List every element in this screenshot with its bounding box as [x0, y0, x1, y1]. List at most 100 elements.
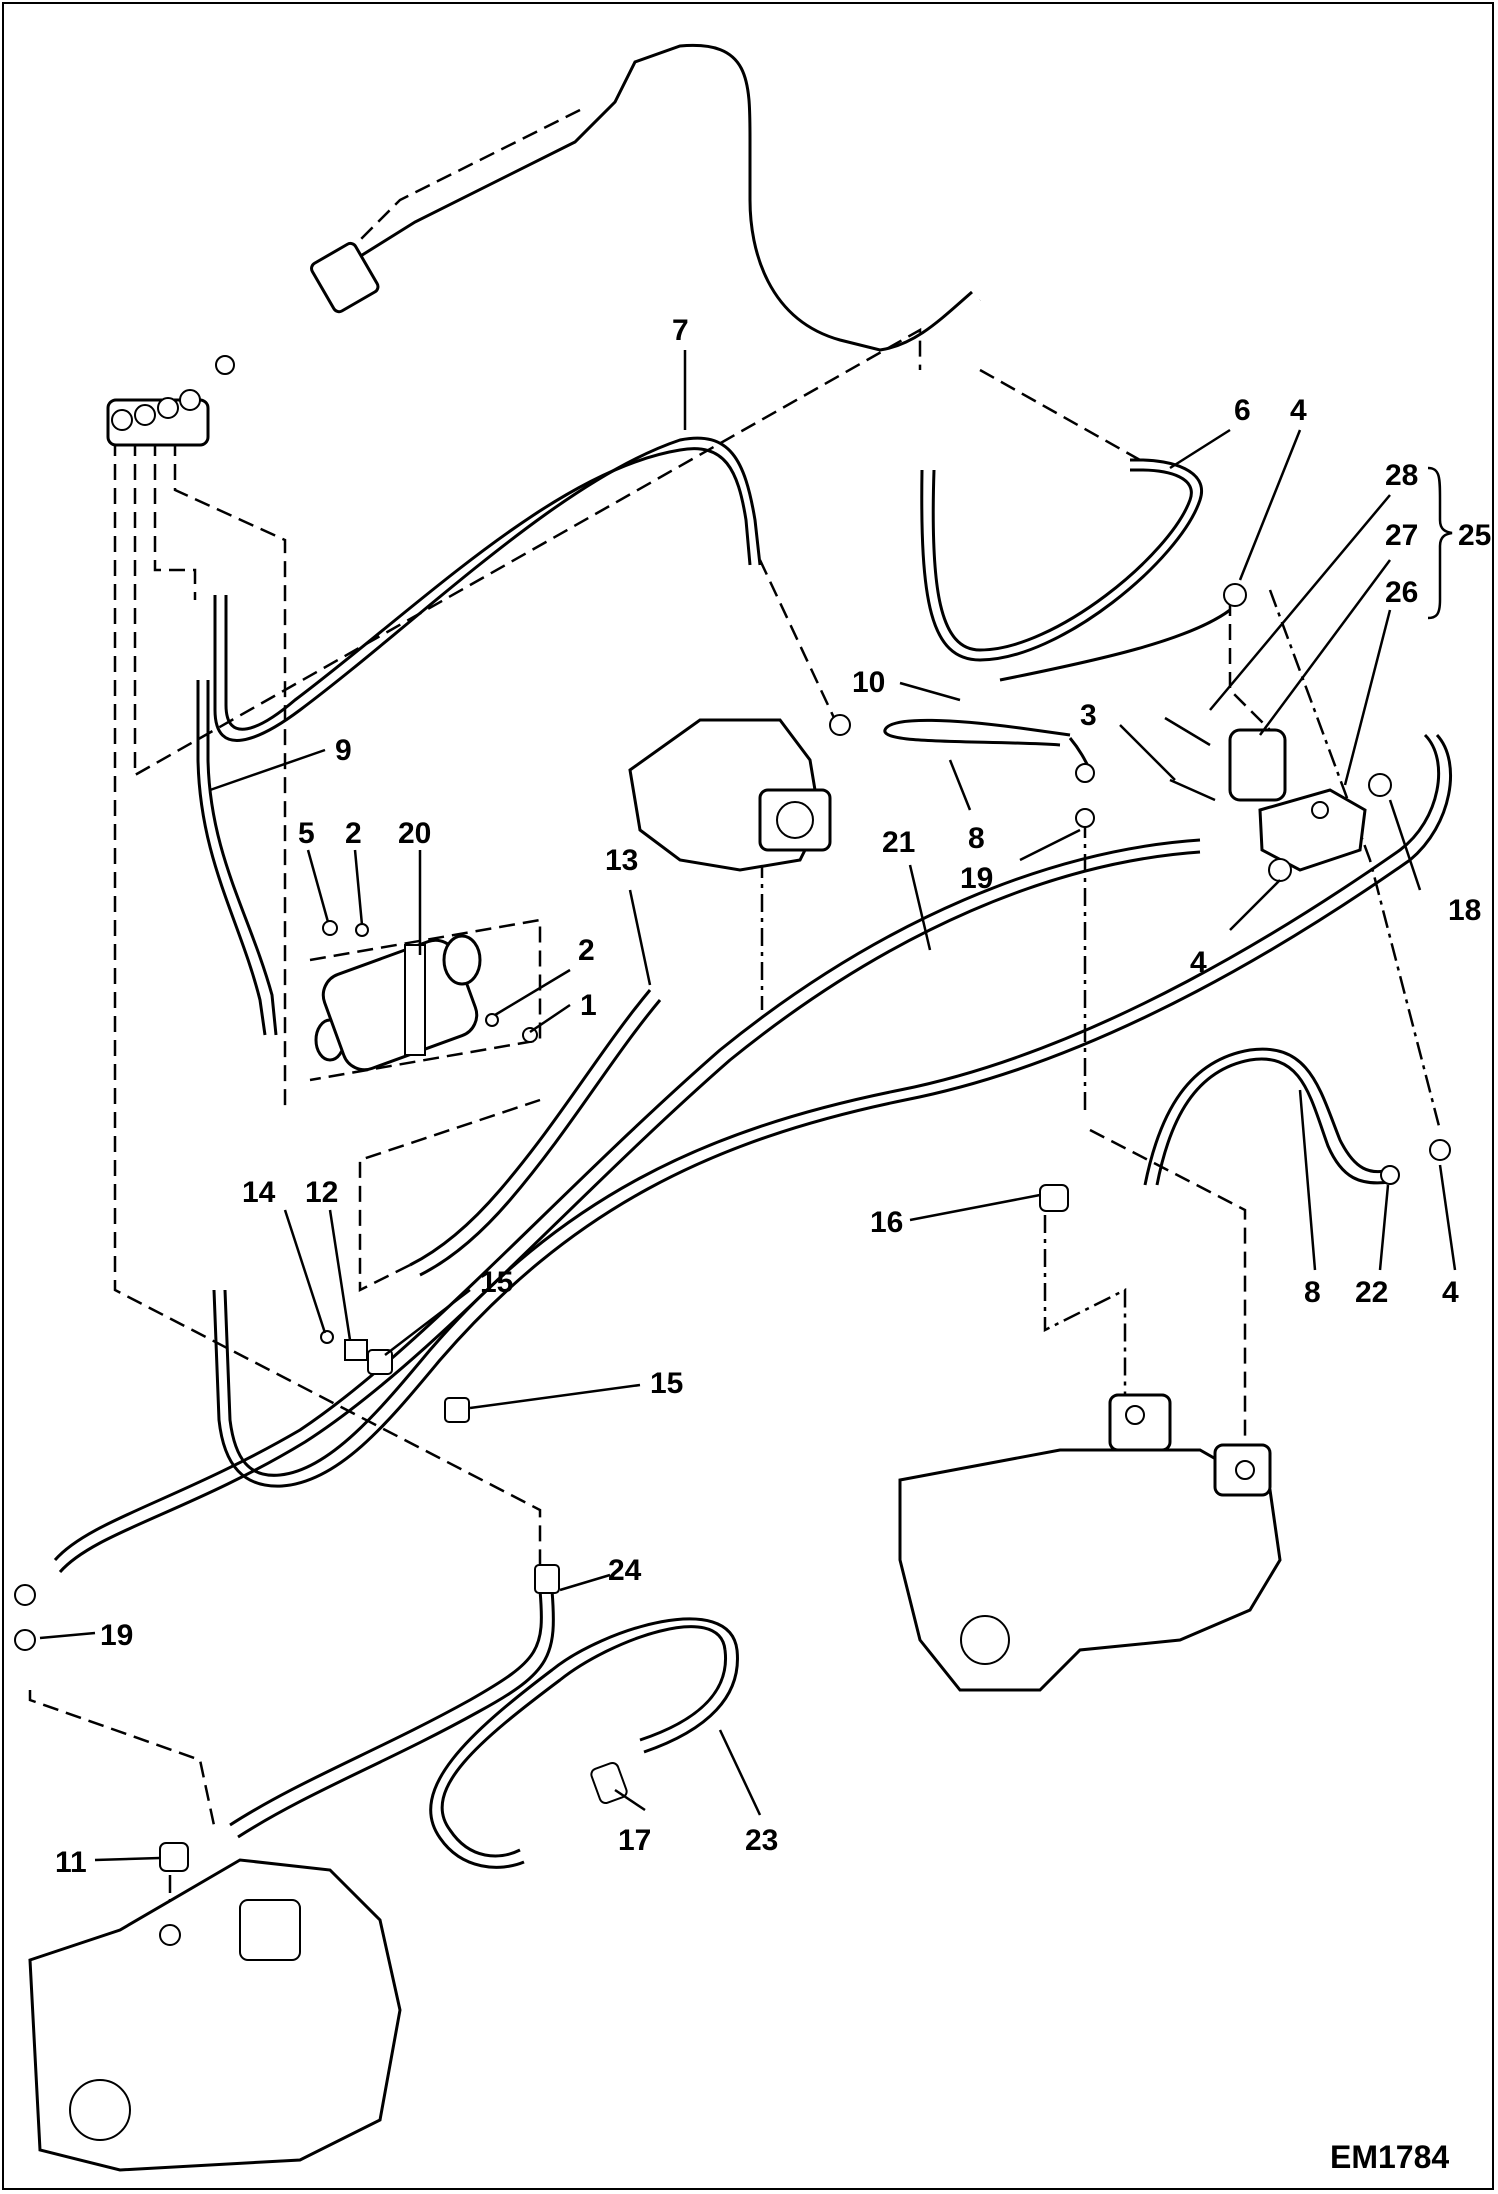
- hose-9: [196, 680, 267, 1036]
- screw-28: [1164, 716, 1211, 747]
- callout-19-lower: 19: [100, 1619, 133, 1652]
- callout-7: 7: [672, 314, 689, 347]
- clip-12: [344, 1339, 368, 1361]
- filter-end-right: [442, 934, 482, 986]
- bolt-1: [522, 1027, 538, 1043]
- callout-2-lower: 2: [578, 934, 595, 967]
- callout-15-lower: 15: [650, 1367, 683, 1400]
- leader-23: [718, 1729, 762, 1816]
- filter-assembly: [314, 934, 482, 1072]
- leader-12: [328, 1209, 352, 1341]
- manifold-block: [106, 355, 235, 447]
- dash-19-lower: [28, 1690, 217, 1831]
- screw-3: [1169, 778, 1216, 802]
- fitting-18: [1368, 773, 1392, 797]
- fitting-17: [590, 1761, 628, 1805]
- leader-8b: [1298, 1089, 1317, 1271]
- leader-19b: [39, 1631, 96, 1640]
- leader-18: [1388, 799, 1422, 891]
- hose-6: [920, 458, 1204, 662]
- pump-fitting: [829, 714, 851, 736]
- callout-3: 3: [1080, 699, 1097, 732]
- dashdot-valve-4: [1268, 589, 1442, 1131]
- callout-1: 1: [580, 989, 597, 1022]
- fitting-24: [534, 1564, 560, 1594]
- hose-9-outer: [206, 680, 278, 1036]
- leader-17: [614, 1788, 646, 1812]
- dash-13-box: [358, 1098, 541, 1293]
- hose-10: [883, 718, 1071, 747]
- callout-23: 23: [745, 1824, 778, 1857]
- hose-13-outer: [419, 999, 662, 1277]
- elbow-11: [159, 1842, 189, 1872]
- clamp-15b: [444, 1397, 470, 1423]
- manifold-body: [106, 398, 210, 447]
- leader-15a: [384, 1289, 471, 1356]
- manifold-port-1: [111, 409, 133, 431]
- pump-shaft: [776, 801, 814, 839]
- hose-18: [223, 733, 1441, 1477]
- hose-8-lower: [1143, 1047, 1391, 1186]
- callout-10: 10: [852, 666, 885, 699]
- right-drive-motor: [898, 1393, 1282, 1692]
- hose-6-lower: [999, 608, 1231, 682]
- pipe-nut: [310, 241, 380, 314]
- motor-right-hub: [960, 1615, 1010, 1665]
- dash-top-left: [339, 108, 581, 261]
- hydraulic-pump: [628, 714, 851, 872]
- callout-9: 9: [335, 734, 352, 767]
- leader-27: [1258, 559, 1392, 736]
- callout-24: 24: [608, 1554, 642, 1587]
- callout-6: 6: [1234, 394, 1251, 427]
- valve-body: [1258, 788, 1367, 872]
- dash-manifold-2: [133, 327, 922, 778]
- fitting-19a: [1075, 763, 1095, 783]
- callout-13: 13: [605, 844, 638, 877]
- manifold-port-2: [134, 404, 156, 426]
- callout-16: 16: [870, 1206, 903, 1239]
- leader-16: [909, 1193, 1041, 1222]
- valve-block: [1164, 716, 1367, 872]
- callout-25: 25: [1458, 519, 1491, 552]
- dash-pump: [758, 559, 837, 721]
- solenoid-coil: [1228, 728, 1287, 802]
- leader-5: [306, 849, 330, 923]
- hose-23-24: [229, 1589, 543, 1827]
- callout-20: 20: [398, 817, 431, 850]
- tee-22: [1380, 1165, 1400, 1185]
- fitting-19b: [1075, 808, 1095, 828]
- leader-26: [1343, 609, 1392, 786]
- left-drive-motor: [28, 1858, 402, 2172]
- leader-10: [899, 681, 961, 702]
- elbow-4c: [1429, 1139, 1451, 1161]
- hose-6-outer: [931, 468, 1193, 652]
- motor-right-port-2: [1235, 1460, 1255, 1480]
- motor-left-port: [159, 1924, 181, 1946]
- callout-27: 27: [1385, 519, 1418, 552]
- leader-4b: [1229, 879, 1281, 931]
- callout-8-upper: 8: [968, 822, 985, 855]
- callout-4-lower: 4: [1442, 1276, 1459, 1309]
- filter-bracket: [404, 944, 426, 1056]
- leader-22: [1378, 1184, 1390, 1271]
- hose-18-outer: [212, 733, 1452, 1488]
- leader-1: [529, 1003, 571, 1034]
- washer-2a: [355, 923, 369, 937]
- leader-lines: [39, 350, 1457, 1862]
- valve-port: [1311, 801, 1329, 819]
- leader-3: [1119, 724, 1176, 781]
- pipe-nut-body: [310, 241, 380, 314]
- elbow-4a: [1223, 583, 1247, 607]
- dash-filter-box: [309, 918, 542, 1082]
- leader-6: [1169, 428, 1231, 470]
- leader-19a: [1019, 828, 1081, 862]
- leader-4c: [1438, 1164, 1457, 1271]
- manifold-port-4: [179, 389, 201, 411]
- clamp-15a: [367, 1349, 393, 1375]
- hose-23-loop-outer: [429, 1617, 739, 1869]
- dashed-connection-lines: [28, 108, 1442, 1920]
- leader-24: [559, 1573, 611, 1592]
- leader-4a: [1238, 429, 1302, 581]
- callout-4-top: 4: [1290, 394, 1307, 427]
